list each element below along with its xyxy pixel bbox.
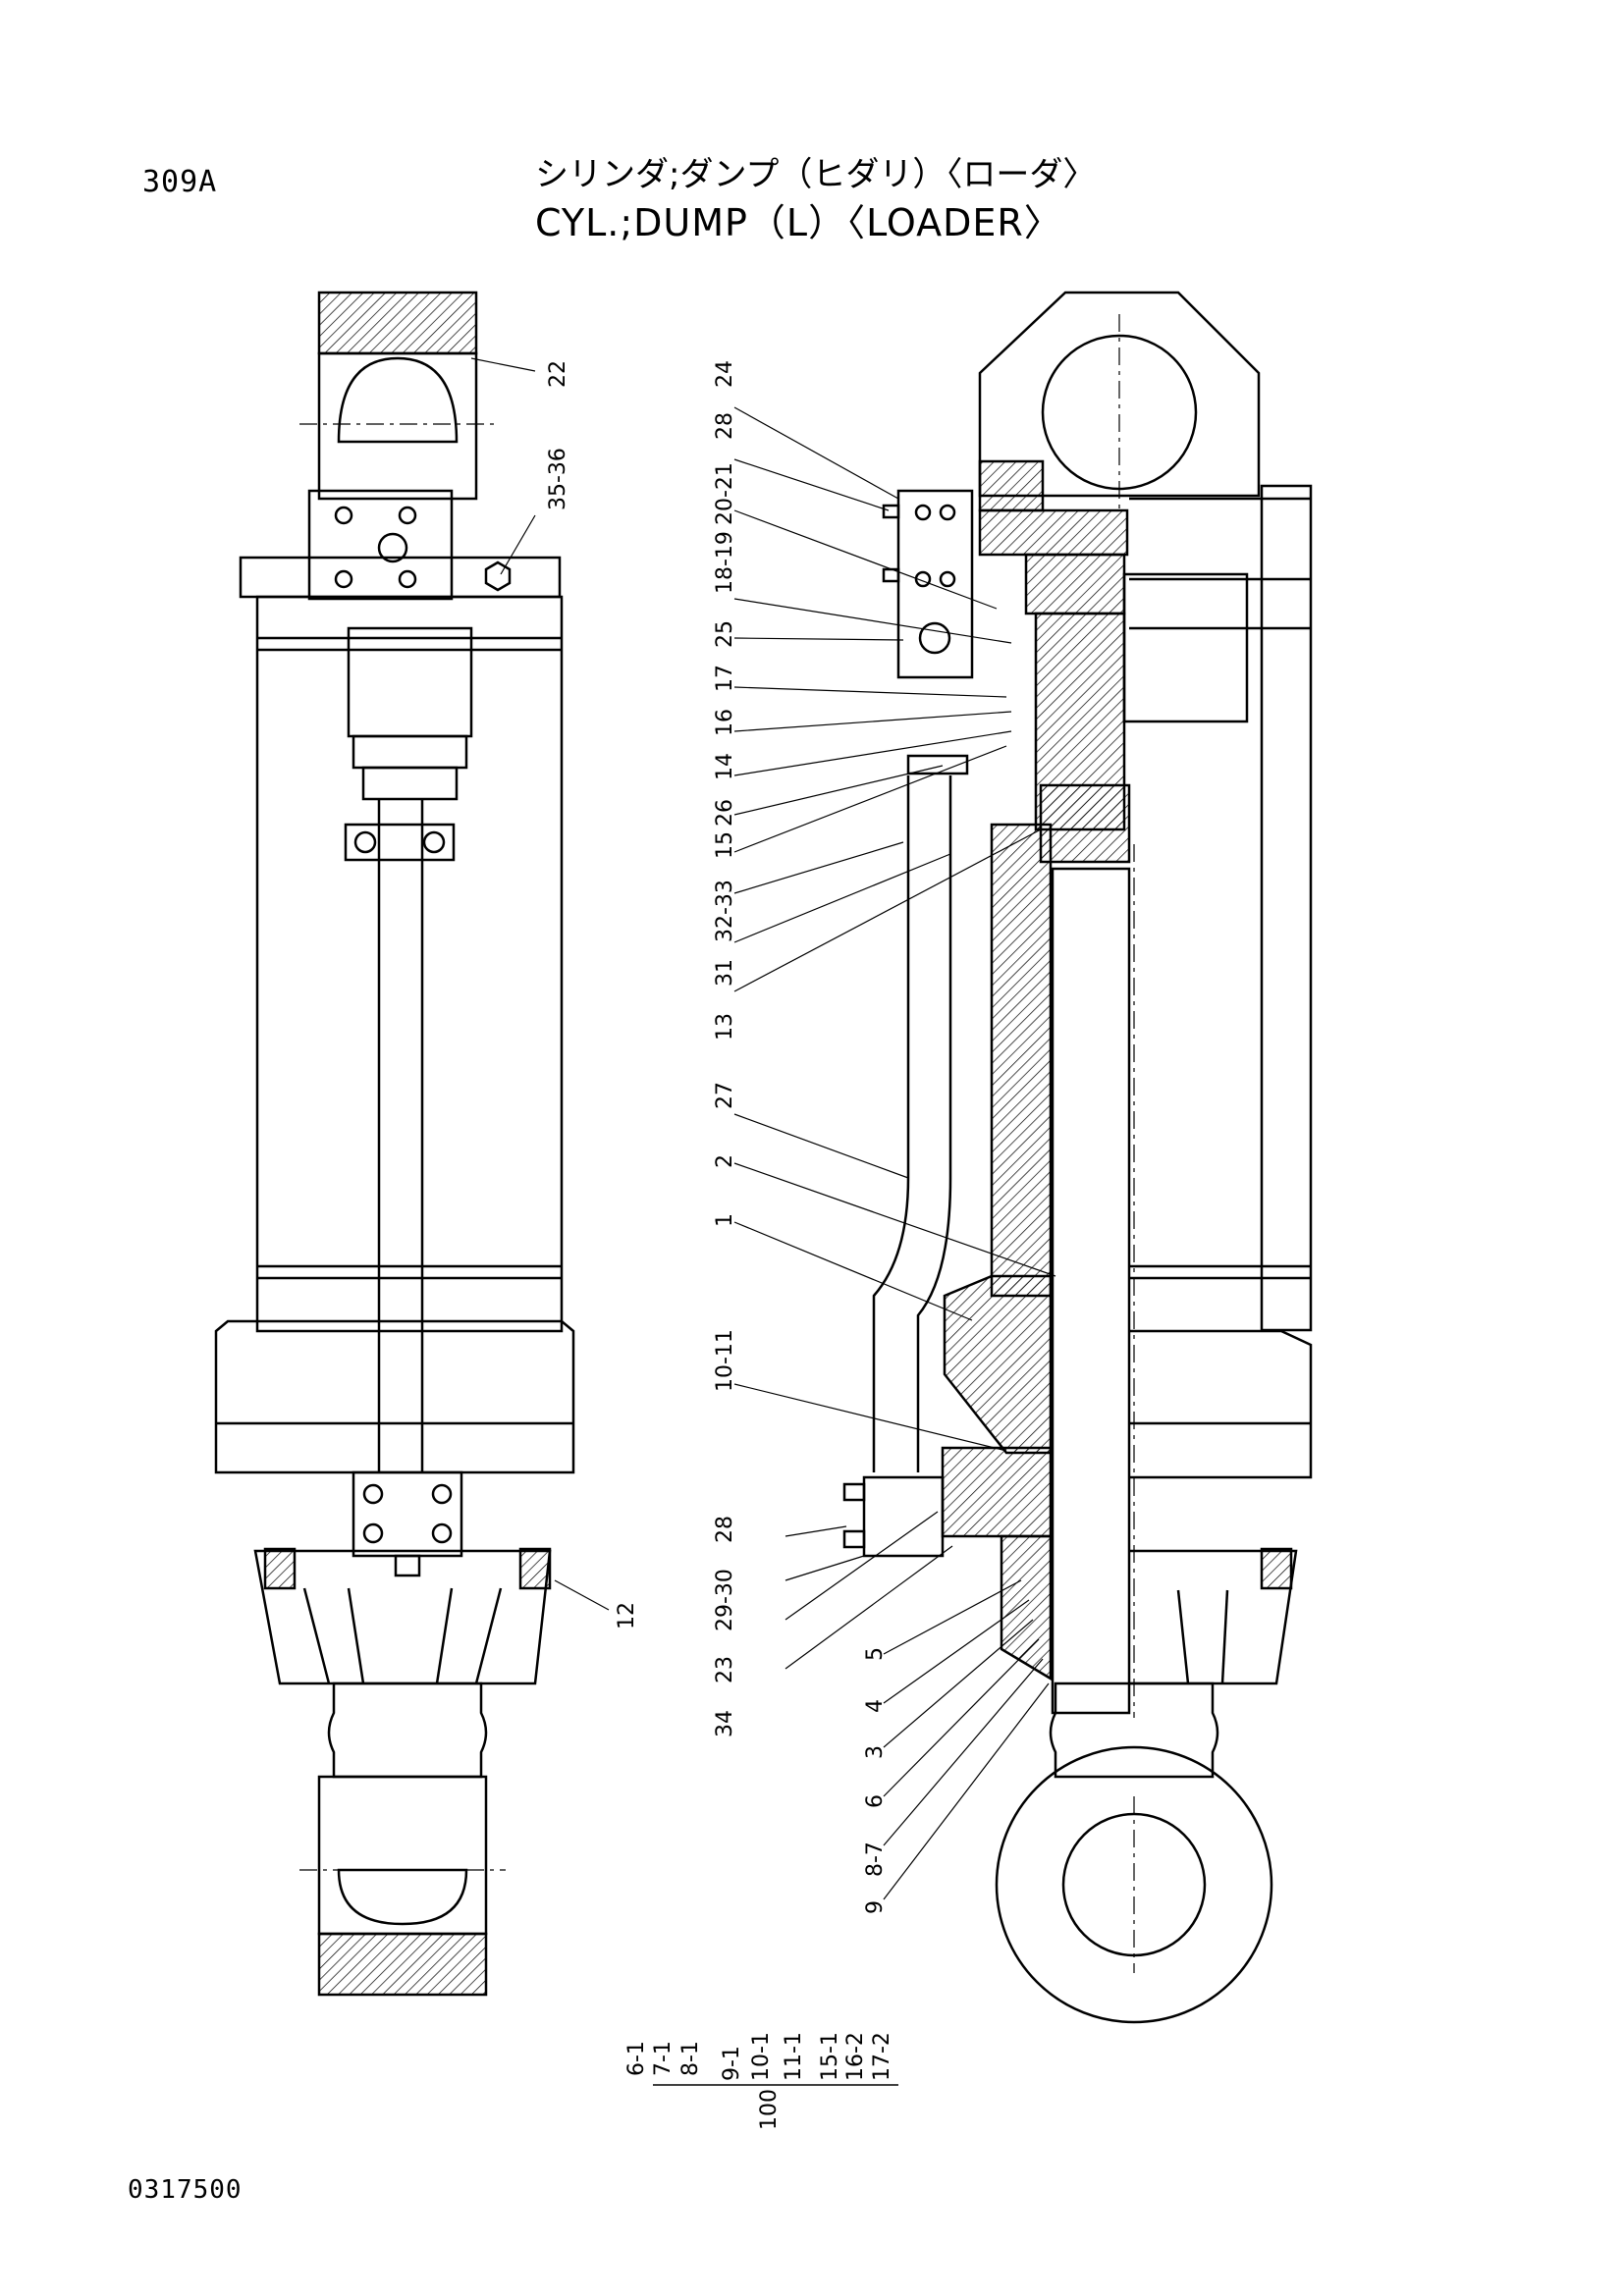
callout-label: 10-11 [713,1329,737,1392]
callout-label: 4 [863,1699,888,1713]
page-number: 309A [142,165,218,199]
callout-label: 18-19 [713,531,737,594]
title-japanese: シリンダ;ダンプ（ヒダリ）〈ローダ〉 [535,155,1097,194]
bottom-clevis-body [317,1775,488,1936]
top-clevis-cap [317,291,478,355]
port-block [307,489,454,601]
kit-number: 100 [757,2089,782,2130]
title-english: CYL.;DUMP（L）〈LOADER〉 [535,201,1062,244]
callout-label: 16 [713,709,737,736]
vent-plug [484,561,512,592]
callout-label: 22 [546,360,570,388]
callout-label: 2 [713,1154,737,1168]
callout-label: 29-30 [713,1569,737,1631]
top-clevis-eye [337,356,459,444]
kit-item: 7-1 [651,2041,676,2076]
bottom-clevis-cap [317,1932,488,1997]
kit-item: 10-1 [749,2032,774,2081]
right-callouts: 24 28 20-21 18-19 25 17 16 14 26 15 32-3… [713,360,888,1914]
cylinder-tube [255,595,564,1333]
left-callouts: 22 35-36 12 [546,360,639,1629]
rod-end [327,1682,488,1779]
callout-label: 31 [713,959,737,987]
callout-label: 9 [863,1900,888,1914]
callout-label: 5 [863,1647,888,1661]
tube-wall-section [990,823,1053,1298]
kit-item: 15-1 [818,2032,842,2081]
piston [1122,572,1249,723]
document-code: 0317500 [128,2175,243,2205]
callout-label: 20-21 [713,462,737,525]
tube-clamp [344,823,456,862]
callout-label: 23 [713,1656,737,1683]
callout-label: 17 [713,665,737,692]
callout-label: 14 [713,753,737,780]
rod-eye [995,1745,1273,2024]
callout-label: 12 [615,1602,639,1629]
callout-label: 24 [713,360,737,388]
callout-label: 28 [713,1516,737,1543]
callout-label: 27 [713,1082,737,1109]
callout-label: 25 [713,620,737,648]
leader-lines [470,357,1056,1900]
gland-section [943,1274,1053,1455]
rod-eye-neck [1049,1682,1219,1779]
head-port-block [896,489,974,679]
callout-label: 13 [713,1013,737,1041]
callout-label: 35-36 [546,448,570,510]
dust-boot [253,1549,552,1685]
right-view [842,291,1313,2024]
kit-item: 6-1 [624,2041,649,2076]
kit-item: 11-1 [782,2032,806,2081]
kit-item: 16-2 [843,2032,868,2081]
callout-label: 3 [863,1745,888,1759]
kit-item: 8-1 [678,2041,703,2076]
callout-label: 15 [713,831,737,859]
kit-item: 9-1 [720,2046,744,2081]
kit-table: 6-1 7-1 8-1 9-1 10-1 11-1 15-1 16-2 17-2… [624,2032,898,2130]
tube-outer-right [1260,484,1313,1332]
callout-label: 32-33 [713,880,737,942]
callout-label: 34 [713,1710,737,1737]
callout-label: 28 [713,412,737,440]
callout-label: 8-7 [863,1842,888,1877]
callout-label: 6 [863,1794,888,1808]
callout-label: 1 [713,1213,737,1227]
callout-label: 26 [713,799,737,827]
rod-gland [214,1319,575,1474]
kit-item: 17-2 [870,2032,894,2081]
left-view [214,291,575,1997]
top-clevis-body [317,351,478,501]
piston-rod [1051,867,1131,1715]
